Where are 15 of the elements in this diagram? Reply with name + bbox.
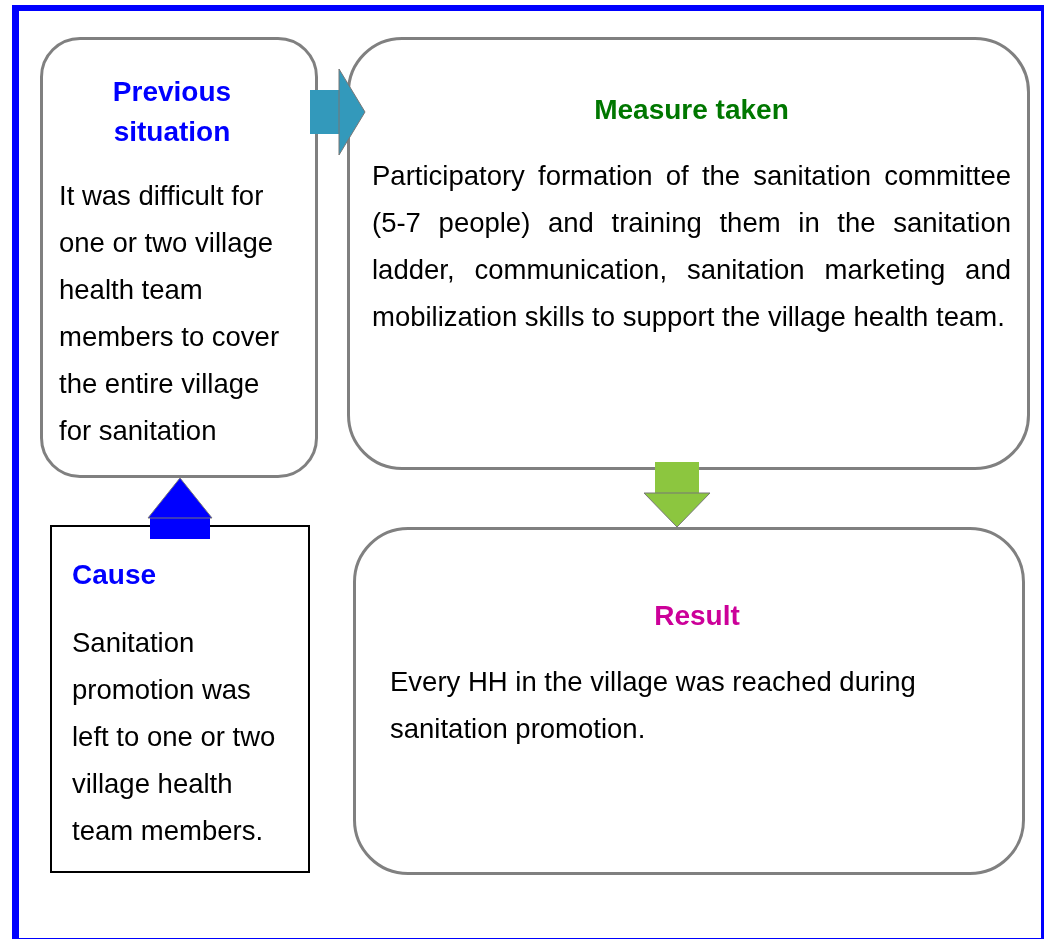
box-text: It was difficult for one or two village health team members to cover the entire village for sanitation bbox=[59, 179, 281, 448]
box-text: Sanitation promotion was left to one or two village health team members. bbox=[72, 626, 277, 848]
box-heading: Measure taken bbox=[593, 93, 790, 127]
box-heading: Previous situation bbox=[111, 75, 233, 149]
rounded-box bbox=[353, 527, 1025, 875]
rounded-box bbox=[347, 37, 1030, 470]
cause-box bbox=[50, 525, 310, 873]
box-text: Participatory formation of the sanitation committee (5-7 people) and training them in the sanitation ladder, communication, sanitation marketing and mobilization skills to support the village health team. bbox=[372, 159, 1011, 334]
box-heading: Result bbox=[653, 599, 741, 633]
box-text: Every HH in the village was reached during sanitation promotion. bbox=[390, 665, 917, 746]
block-arrow bbox=[643, 462, 711, 528]
block-arrow bbox=[310, 68, 366, 156]
rounded-box bbox=[40, 37, 318, 478]
block-arrow bbox=[147, 477, 213, 539]
box-heading: Cause bbox=[72, 558, 158, 592]
